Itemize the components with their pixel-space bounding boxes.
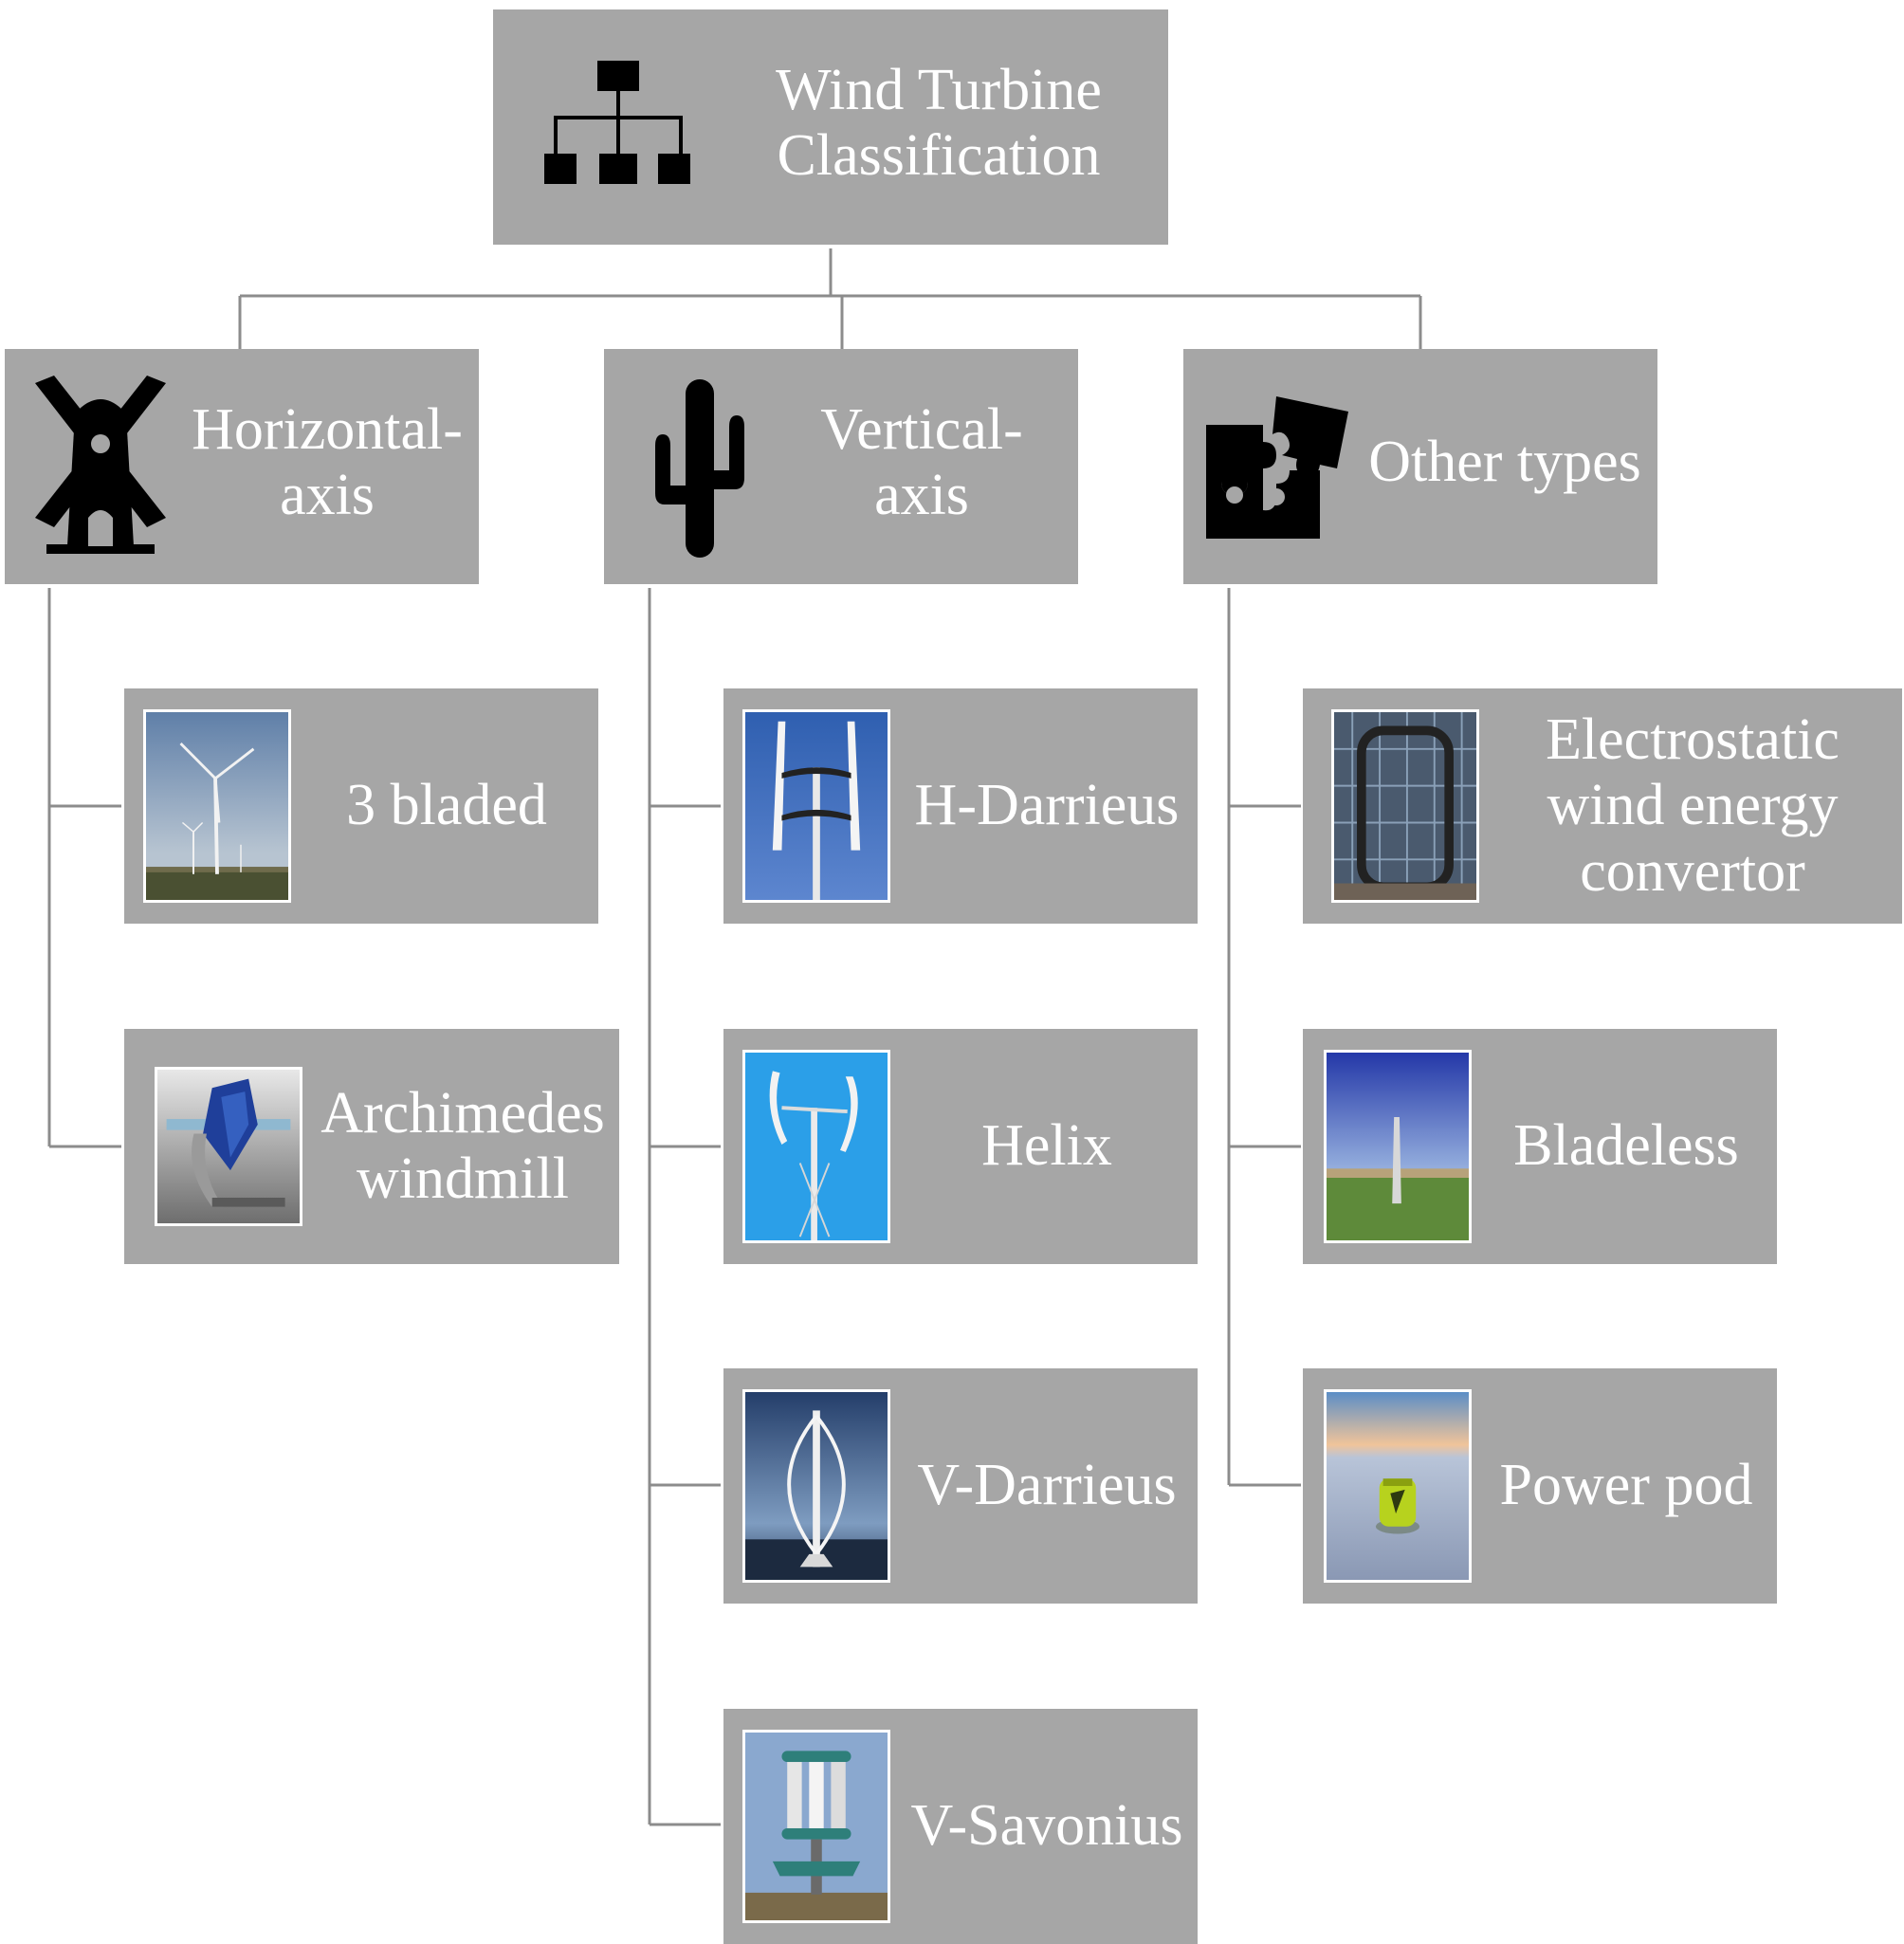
electrostatic-label-line-2: wind energy	[1547, 773, 1839, 838]
vertical-label-line-1: Vertical-	[820, 396, 1023, 462]
category-other-label: Other types	[1368, 430, 1641, 495]
leaf-electrostatic-label: Electrostatic wind energy convertor	[1485, 698, 1900, 914]
leaf-helix: Helix	[723, 1029, 1198, 1264]
leaf-archimedes-label: Archimedes windmill	[308, 1048, 617, 1245]
windmill-icon	[26, 376, 175, 556]
v-savonius-photo	[742, 1730, 890, 1923]
v-darrieus-photo	[742, 1389, 890, 1583]
horizontal-label-line-1: Horizontal-	[192, 396, 463, 462]
category-other-types: Other types	[1183, 349, 1657, 584]
helix-photo	[742, 1050, 890, 1243]
category-horizontal-axis: Horizontal- axis	[5, 349, 479, 584]
leaf-v-darrieus-label: V-Darrieus	[917, 1453, 1177, 1518]
leaf-bladeless: Bladeless	[1303, 1029, 1777, 1264]
leaf-h-darrieus: H-Darrieus	[723, 688, 1198, 924]
category-horizontal-label: Horizontal- axis	[180, 368, 474, 558]
bladeless-photo	[1324, 1050, 1472, 1243]
three-bladed-turbine-photo	[143, 709, 291, 903]
leaf-electrostatic-convertor: Electrostatic wind energy convertor	[1303, 688, 1902, 924]
cactus-icon	[648, 379, 752, 558]
root-node: Wind Turbine Classification	[493, 9, 1168, 245]
leaf-v-savonius: V-Savonius	[723, 1709, 1198, 1944]
category-vertical-axis: Vertical- axis	[604, 349, 1078, 584]
leaf-bladeless-label: Bladeless	[1513, 1113, 1739, 1179]
electrostatic-label-line-1: Electrostatic	[1546, 706, 1840, 772]
leaf-h-darrieus-label: H-Darrieus	[914, 773, 1180, 838]
category-vertical-label: Vertical- axis	[775, 368, 1069, 558]
hierarchy-icon	[544, 61, 692, 203]
leaf-v-savonius-label: V-Savonius	[910, 1793, 1183, 1859]
horizontal-label-line-2: axis	[280, 463, 375, 527]
leaf-3-bladed: 3 bladed	[124, 688, 598, 924]
root-title-line-1: Wind Turbine	[776, 57, 1102, 122]
root-title-line-2: Classification	[777, 123, 1101, 188]
power-pod-photo	[1324, 1389, 1472, 1583]
vertical-label-line-2: axis	[874, 463, 969, 527]
h-darrieus-photo	[742, 709, 890, 903]
leaf-3-bladed-label: 3 bladed	[346, 773, 547, 838]
leaf-power-pod-label: Power pod	[1499, 1453, 1753, 1518]
electrostatic-label-line-3: convertor	[1580, 838, 1805, 904]
archimedes-label-line-2: windmill	[357, 1146, 569, 1211]
leaf-power-pod: Power pod	[1303, 1368, 1777, 1604]
archimedes-windmill-photo	[155, 1067, 302, 1226]
archimedes-label-line-1: Archimedes	[320, 1080, 605, 1146]
leaf-v-darrieus: V-Darrieus	[723, 1368, 1198, 1604]
root-title: Wind Turbine Classification	[721, 38, 1157, 209]
leaf-archimedes-windmill: Archimedes windmill	[124, 1029, 619, 1264]
electrostatic-convertor-photo	[1331, 709, 1479, 903]
puzzle-icon	[1206, 396, 1348, 539]
leaf-helix-label: Helix	[981, 1113, 1112, 1179]
